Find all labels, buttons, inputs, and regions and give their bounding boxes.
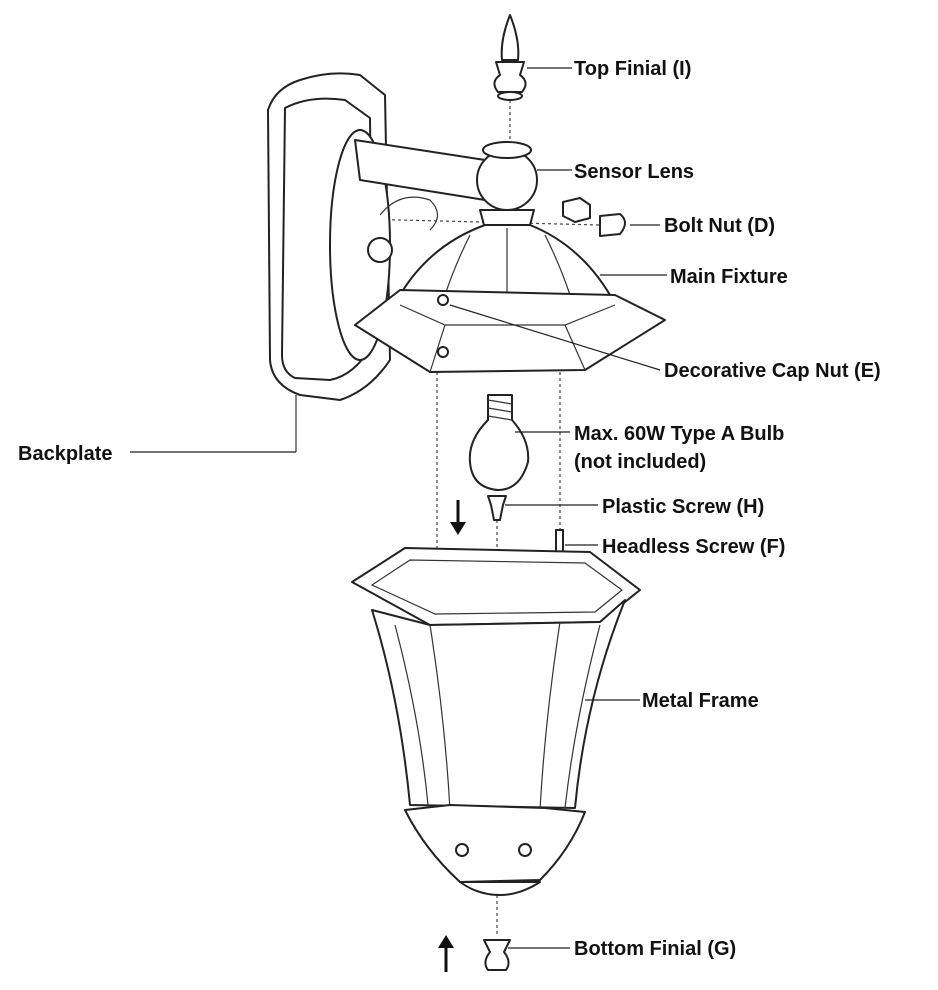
label-top-finial: Top Finial (I) <box>574 58 691 80</box>
label-main-fixture: Main Fixture <box>670 266 788 288</box>
bolt-nuts-part <box>562 197 626 237</box>
up-arrow-icon <box>438 935 454 972</box>
bottom-finial-part <box>483 939 511 971</box>
metal-frame-part <box>351 547 641 896</box>
label-bulb-note: (not included) <box>574 451 706 473</box>
leader-lines <box>130 67 667 949</box>
label-plastic-screw: Plastic Screw (H) <box>602 496 764 518</box>
bulb-part <box>468 394 530 491</box>
label-metal-frame: Metal Frame <box>642 690 759 712</box>
label-backplate: Backplate <box>18 443 113 465</box>
label-headless-screw: Headless Screw (F) <box>602 536 785 558</box>
main-fixture-part <box>354 224 666 373</box>
label-bolt-nut: Bolt Nut (D) <box>664 215 775 237</box>
down-arrow-icon <box>450 500 466 535</box>
plastic-screw-part <box>487 495 507 521</box>
label-bottom-finial: Bottom Finial (G) <box>574 938 736 960</box>
sensor-lens-part <box>476 141 538 226</box>
label-cap-nut: Decorative Cap Nut (E) <box>664 360 881 382</box>
backplate-part <box>267 72 486 452</box>
label-bulb: Max. 60W Type A Bulb <box>574 423 784 445</box>
label-sensor-lens: Sensor Lens <box>574 161 694 183</box>
top-finial-part <box>493 14 527 101</box>
